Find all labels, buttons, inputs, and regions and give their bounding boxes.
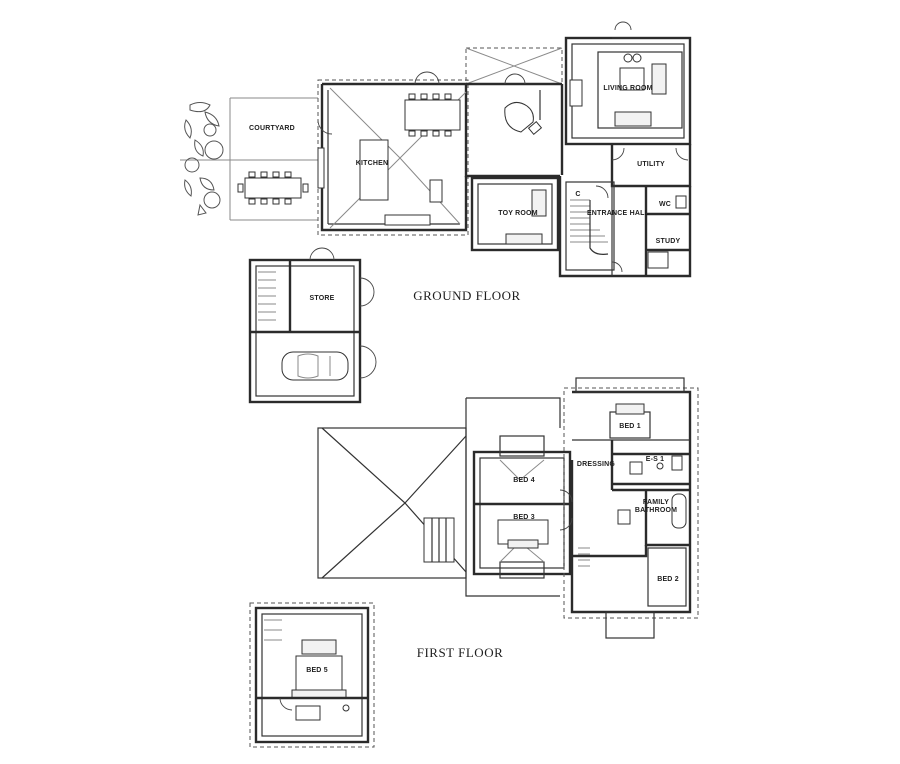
first-floor-title: FIRST FLOOR: [417, 645, 504, 660]
room-label-bed3: BED 3: [513, 514, 535, 521]
room-label-bed5: BED 5: [306, 667, 328, 674]
plants-icon: [184, 102, 224, 216]
piano-hall: [464, 47, 564, 178]
rooflight-icon: [423, 517, 455, 563]
room-label-living-room: LIVING ROOM: [603, 85, 652, 92]
ground-floor-plan: COURTYARD KITCHEN LIVING ROOM UTILITY TO…: [180, 21, 692, 404]
first-floor-staircase-icon: [578, 547, 590, 567]
utility-room: [610, 144, 692, 188]
store-garage-block: [248, 247, 377, 404]
room-label-family-bathroom-line1: FAMILY: [643, 499, 669, 506]
room-label-store: STORE: [310, 295, 335, 302]
room-label-utility: UTILITY: [637, 161, 665, 168]
room-label-family-bathroom-line2: BATHROOM: [635, 507, 677, 514]
room-label-toy-room: TOY ROOM: [498, 210, 537, 217]
bed3-bed4-block: [472, 435, 572, 579]
bed1-block: [563, 377, 699, 619]
sofa-icon: [651, 63, 667, 95]
ground-floor-title: GROUND FLOOR: [413, 288, 520, 303]
toy-room: [470, 176, 560, 252]
bathroom-landing-block: [559, 488, 690, 639]
kitchen-roof: [317, 397, 561, 597]
outdoor-dining-table-icon: [237, 171, 309, 205]
kitchen-block: [317, 71, 469, 236]
room-label-courtyard: COURTYARD: [249, 125, 295, 132]
room-label-study: STUDY: [656, 238, 681, 245]
living-room: [564, 21, 692, 146]
bed5-block: [249, 602, 375, 748]
cupboard-marker: C: [575, 191, 580, 198]
kitchen-island: [359, 139, 389, 201]
car-icon: [281, 351, 349, 381]
entrance-block: [558, 176, 692, 278]
room-label-es1: E-S 1: [646, 456, 665, 463]
room-label-entrance-hall: ENTRANCE HALL: [587, 210, 650, 217]
room-label-bed1: BED 1: [619, 423, 641, 430]
bed5-staircase-icon: [264, 619, 282, 641]
room-label-bed2: BED 2: [657, 576, 679, 583]
bathtub-icon: [671, 493, 687, 529]
store-staircase-icon: [258, 271, 276, 321]
room-label-bed4: BED 4: [513, 477, 535, 484]
grand-piano-icon: [504, 102, 534, 133]
room-label-wc: WC: [659, 201, 671, 208]
first-floor-plan: BED 1 E-S 1 DRESSING BED 4 BED 3 FAMILY …: [249, 377, 699, 748]
room-label-kitchen: KITCHEN: [356, 160, 389, 167]
courtyard-area: [180, 97, 318, 221]
bed5-sofa-icon: [301, 639, 337, 655]
room-label-dressing: DRESSING: [577, 461, 616, 468]
staircase-icon: [570, 199, 609, 255]
dining-table-icon: [404, 93, 461, 137]
